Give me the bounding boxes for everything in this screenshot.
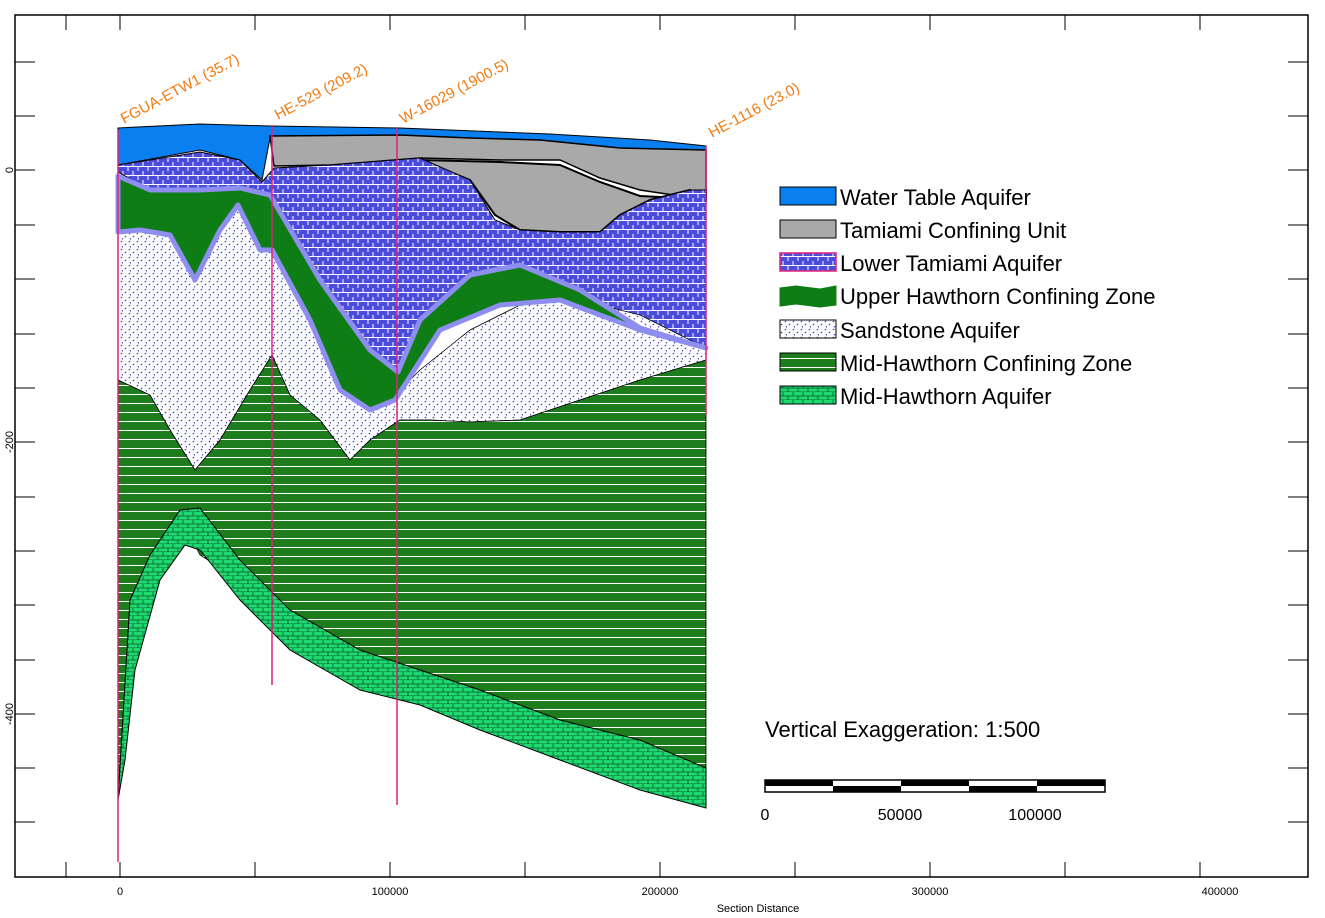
well-label-fgua-etw1: FGUA-ETW1 (35.7)	[118, 51, 242, 128]
legend-label-mid-hawthorn-confining: Mid-Hawthorn Confining Zone	[840, 351, 1132, 376]
tamiami-confining-swatch	[779, 219, 837, 239]
vertical-exaggeration-note: Vertical Exaggeration: 1:500	[765, 717, 1040, 742]
x-tick-label-400000: 400000	[1202, 886, 1239, 898]
legend-label-water-table: Water Table Aquifer	[840, 185, 1031, 210]
legend-label-mid-hawthorn-aquifer: Mid-Hawthorn Aquifer	[840, 384, 1052, 409]
y-axis-ticks	[15, 61, 1308, 823]
y-tick-label-neg200: -200	[4, 431, 16, 453]
scale-bar	[764, 779, 1106, 793]
legend: Water Table Aquifer Tamiami Confining Un…	[779, 185, 1156, 409]
x-axis-title: Section Distance	[717, 903, 800, 915]
x-axis-ticks	[65, 15, 1201, 877]
water-table-swatch	[779, 186, 837, 206]
x-tick-label-300000: 300000	[912, 886, 949, 898]
y-tick-label-neg400: -400	[4, 703, 16, 725]
y-tick-label-0: 0	[4, 167, 16, 173]
scale-label-0: 0	[761, 807, 770, 824]
well-label-he-529: HE-529 (209.2)	[272, 60, 371, 123]
scale-label-50000: 50000	[878, 807, 923, 824]
well-lines	[117, 126, 707, 862]
x-tick-label-200000: 200000	[642, 886, 679, 898]
legend-label-upper-hawthorn: Upper Hawthorn Confining Zone	[840, 284, 1156, 309]
plot-frame	[14, 14, 1309, 878]
legend-label-lower-tamiami: Lower Tamiami Aquifer	[840, 251, 1062, 276]
well-label-w-16029: W-16029 (1900.5)	[397, 56, 512, 128]
legend-label-sandstone: Sandstone Aquifer	[840, 318, 1020, 343]
mid-hawthorn-confining-swatch	[779, 352, 837, 372]
scale-label-100000: 100000	[1008, 807, 1061, 824]
legend-label-tamiami-confining: Tamiami Confining Unit	[840, 218, 1066, 243]
sandstone-swatch	[779, 319, 837, 339]
upper-hawthorn-swatch	[779, 285, 837, 308]
x-tick-label-100000: 100000	[372, 886, 409, 898]
layer-upper-hawthorn-confining-zone	[115, 173, 709, 413]
mid-hawthorn-aquifer-swatch	[779, 385, 837, 405]
layer-mid-hawthorn-confining-zone	[117, 354, 707, 801]
well-label-he-1116: HE-1116 (23.0)	[706, 79, 803, 141]
lower-tamiami-swatch	[779, 252, 837, 272]
layer-mid-hawthorn-aquifer	[117, 507, 707, 809]
x-tick-label-0: 0	[117, 886, 123, 898]
